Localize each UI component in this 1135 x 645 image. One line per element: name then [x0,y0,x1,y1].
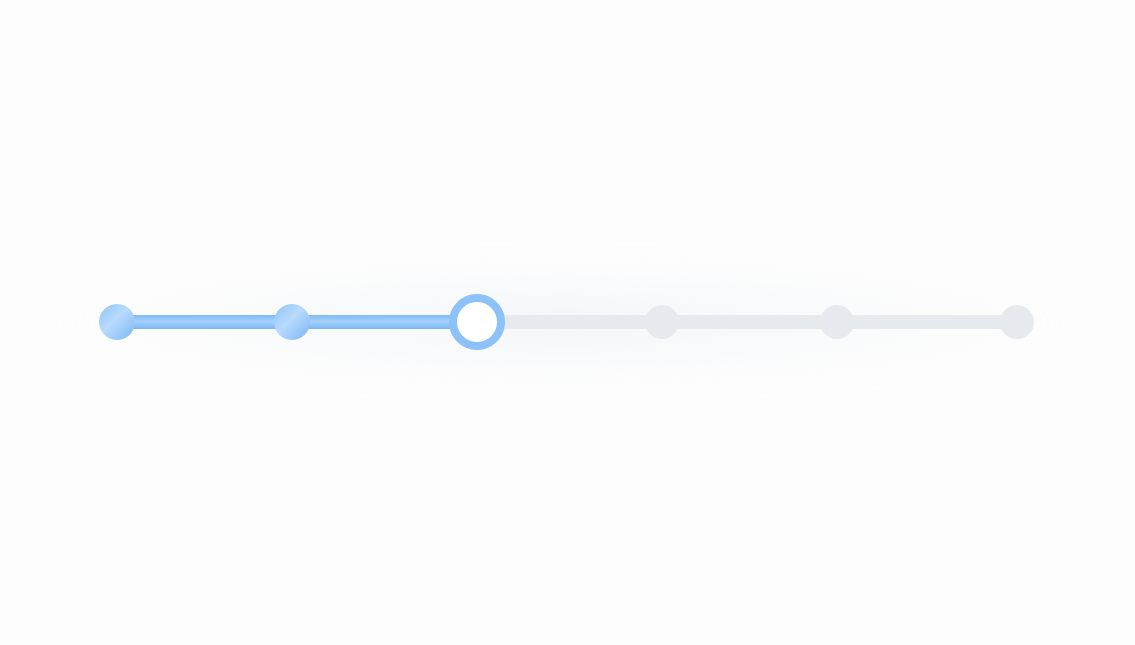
step-1-completed[interactable] [99,304,135,340]
step-3-current[interactable] [449,294,505,350]
step-6-upcoming[interactable] [1000,305,1034,339]
step-2-completed[interactable] [274,304,310,340]
step-5-upcoming[interactable] [820,305,854,339]
step-4-upcoming[interactable] [645,305,679,339]
